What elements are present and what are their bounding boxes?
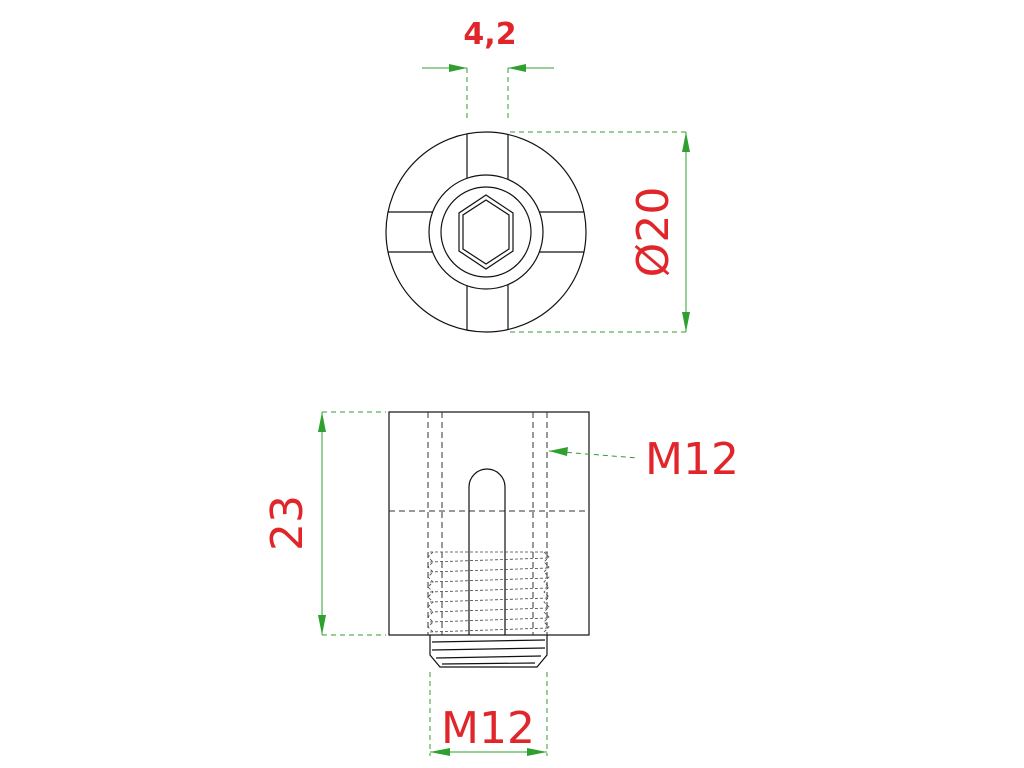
bore-circle [440, 186, 532, 278]
arrow-head [549, 447, 568, 456]
height-dimension: 23 [262, 411, 386, 636]
arrow-head [318, 615, 326, 635]
outer-circle [385, 131, 587, 333]
top-view [385, 131, 587, 333]
arrow-head [682, 132, 690, 152]
arrow-head [449, 64, 467, 72]
slot-outline [468, 468, 506, 635]
side-thread-label: M12 [645, 434, 739, 485]
arrow-head [527, 748, 547, 756]
arrow-head [508, 64, 526, 72]
arrow-head [682, 312, 690, 332]
bottom-thread-dimension: M12 [429, 672, 548, 756]
hex-socket-inner [462, 199, 510, 265]
body-outline [388, 411, 590, 636]
bottom-thread-stub [429, 635, 548, 668]
side-thread-callout: M12 [548, 434, 739, 485]
hex-socket-outer [458, 194, 514, 270]
slot-width-dimension: 4,2 [422, 17, 554, 118]
internal-thread [427, 551, 550, 633]
height-label: 23 [262, 495, 313, 551]
diameter-dimension: Ø20 [510, 131, 690, 333]
arrow-head [430, 748, 450, 756]
side-view [388, 411, 590, 668]
slot-width-label: 4,2 [463, 17, 516, 52]
diameter-label: Ø20 [628, 187, 679, 278]
bottom-thread-label: M12 [441, 703, 535, 754]
arrow-head [318, 412, 326, 432]
inner-ring [428, 174, 544, 290]
